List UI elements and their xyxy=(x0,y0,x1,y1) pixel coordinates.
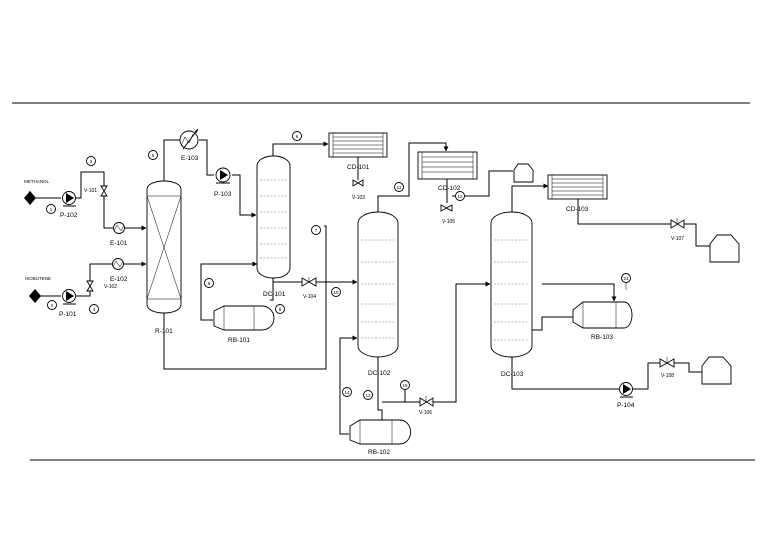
stream-3: 3 xyxy=(90,159,93,164)
label-r101: R-101 xyxy=(155,328,173,335)
stream-15: 15 xyxy=(402,383,408,388)
valve-v101 xyxy=(100,185,108,197)
valve-v108 xyxy=(659,357,675,368)
valve-v104 xyxy=(301,277,317,287)
label-cd103: CD-103 xyxy=(566,206,589,213)
label-v107: V-107 xyxy=(671,236,684,242)
pump-p101 xyxy=(62,289,76,305)
label-methanol-feed: METHANOL xyxy=(24,179,50,184)
product-vessel-right-lower xyxy=(701,356,732,385)
label-dc101: DC-101 xyxy=(263,291,286,298)
label-v108: V-108 xyxy=(661,373,674,379)
label-e102: E-102 xyxy=(110,276,128,283)
stream-7: 7 xyxy=(315,228,318,233)
column-dc103 xyxy=(490,211,533,358)
label-cd101: CD-101 xyxy=(347,164,370,171)
stream-10: 10 xyxy=(333,290,339,295)
label-v102: V-102 xyxy=(104,284,117,290)
valve-v102 xyxy=(86,280,94,292)
label-p101: P-101 xyxy=(59,311,77,318)
stream-11: 11 xyxy=(397,185,402,190)
label-v106: V-106 xyxy=(419,410,432,416)
stream-12: 12 xyxy=(457,194,463,199)
label-rb101: RB-101 xyxy=(228,337,250,344)
stream-5: 5 xyxy=(152,153,155,158)
label-v105: V-105 xyxy=(442,219,455,225)
stream-9: 9 xyxy=(279,307,282,312)
heat-exchanger-e102 xyxy=(112,258,124,270)
heat-exchanger-e101 xyxy=(113,222,125,234)
label-rb102: RB-102 xyxy=(368,449,390,456)
valve-v107 xyxy=(670,218,685,229)
label-v104: V-104 xyxy=(303,294,316,300)
reboiler-rb102 xyxy=(349,419,412,445)
stream-2: 2 xyxy=(51,303,54,308)
pump-p102 xyxy=(62,191,76,207)
condenser-cd103 xyxy=(547,174,608,200)
label-v101: V-101 xyxy=(84,188,97,194)
label-cd102: CD-102 xyxy=(438,185,461,192)
condenser-cd102 xyxy=(417,151,478,180)
label-v103: V-103 xyxy=(352,195,365,201)
valve-v105 xyxy=(440,204,453,212)
product-vessel-right-upper xyxy=(709,234,740,263)
stream-4: 4 xyxy=(93,307,96,312)
stream-numbers: 1 2 3 4 5 6 7 8 9 10 11 12 13 14 15 23 xyxy=(50,134,629,398)
label-p104: P-104 xyxy=(617,402,635,409)
label-isobutene-feed: ISOBUTENE xyxy=(25,276,51,281)
product-vessel-top xyxy=(513,163,534,183)
pump-p104 xyxy=(619,382,633,398)
label-rb103: RB-103 xyxy=(591,334,613,341)
condenser-cd101 xyxy=(328,132,388,158)
label-dc103: DC-103 xyxy=(501,371,524,378)
reboiler-rb103 xyxy=(572,301,633,329)
column-dc102 xyxy=(357,211,399,358)
stream-13: 13 xyxy=(365,393,371,398)
column-dc101 xyxy=(256,155,291,279)
isobutene-feed-source xyxy=(29,289,41,303)
stream-tags xyxy=(46,131,631,400)
stream-6: 6 xyxy=(296,134,299,139)
stream-23: 23 xyxy=(623,276,629,281)
stream-1: 1 xyxy=(50,207,53,212)
methanol-feed-source xyxy=(24,191,36,205)
label-dc102: DC-102 xyxy=(368,370,391,377)
valve-v106 xyxy=(419,396,434,407)
label-p103: P-103 xyxy=(214,191,232,198)
label-e103: E-103 xyxy=(181,155,199,162)
pump-p103 xyxy=(215,167,231,184)
reboiler-rb101 xyxy=(213,305,275,331)
reactor-r101 xyxy=(146,180,182,314)
valve-v103 xyxy=(352,175,364,187)
stream-14: 14 xyxy=(344,390,350,395)
label-e101: E-101 xyxy=(110,240,128,247)
label-p102: P-102 xyxy=(60,212,78,219)
stream-8: 8 xyxy=(208,281,211,286)
heat-exchanger-e103 xyxy=(179,128,199,150)
